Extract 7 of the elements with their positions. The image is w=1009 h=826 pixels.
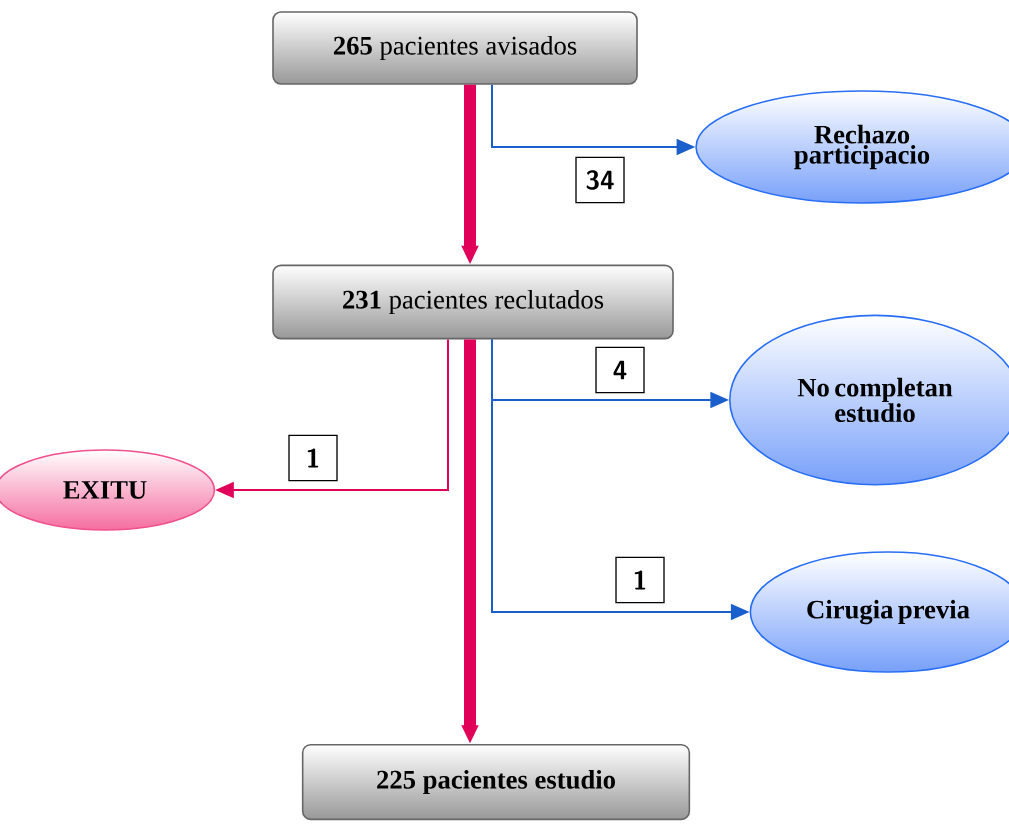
count-label: 4: [595, 346, 645, 394]
count-label: 1: [288, 434, 338, 482]
process-box: 231 pacientes reclutados: [272, 264, 674, 340]
process-box: 225 pacientes estudio: [301, 743, 691, 821]
count-label: 34: [575, 156, 625, 204]
count-label: 1: [615, 556, 665, 604]
process-box: 265 pacientes avisados: [272, 11, 638, 85]
